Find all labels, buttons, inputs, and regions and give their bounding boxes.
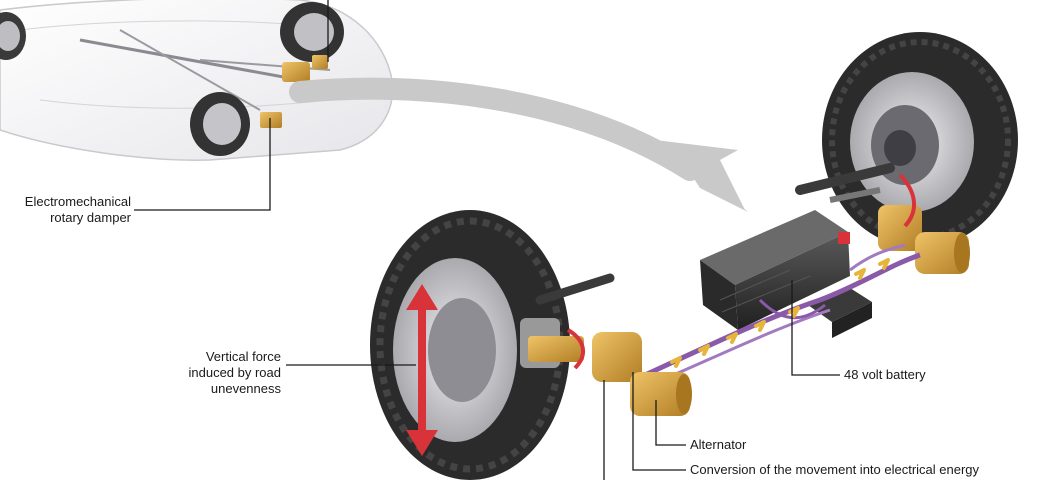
- car-rear-wheel: [0, 12, 26, 60]
- car-damper-small: [312, 55, 328, 69]
- label-vertical-force-line2: induced by road: [188, 365, 281, 380]
- right-rotary-damper: [878, 173, 970, 274]
- car-damper-front: [282, 62, 310, 82]
- label-vertical-force: Vertical force induced by road unevennes…: [150, 349, 281, 397]
- label-battery: 48 volt battery: [844, 367, 926, 382]
- alternator-callout-line: [655, 400, 686, 446]
- car-front-wheel-bottom: [190, 92, 250, 156]
- callout-lines: [134, 0, 840, 480]
- vertical-force-arrow: [406, 284, 438, 456]
- label-conversion: Conversion of the movement into electric…: [690, 462, 980, 477]
- left-rotary-damper: [528, 328, 692, 416]
- label-rotary-damper: Electromechanical rotary damper: [0, 194, 131, 226]
- car-cutaway: [0, 0, 394, 161]
- label-rotary-damper-line1: Electromechanical: [24, 194, 131, 209]
- label-vertical-force-line3: unevenness: [210, 381, 281, 396]
- label-alternator: Alternator: [690, 437, 747, 452]
- label-vertical-force-line1: Vertical force: [205, 349, 281, 364]
- car-front-wheel-top: [280, 2, 344, 62]
- label-rotary-damper-line2: rotary damper: [50, 210, 131, 225]
- conversion-callout-line: [632, 372, 686, 471]
- right-suspension: [795, 163, 895, 203]
- car-damper-rear: [260, 112, 282, 128]
- battery-callout-line: [791, 280, 840, 376]
- flow-arrow: [289, 77, 748, 212]
- damper-callout-line: [134, 118, 271, 211]
